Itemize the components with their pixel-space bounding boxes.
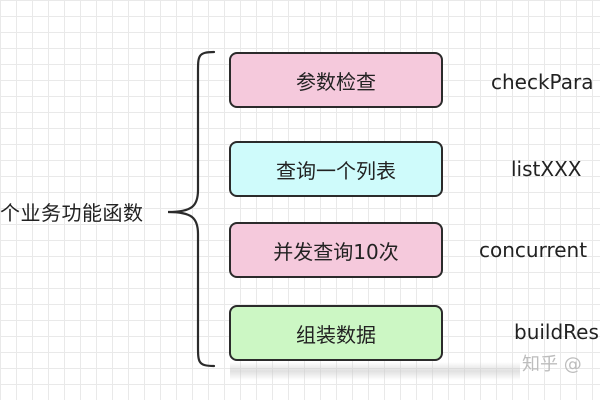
curly-brace — [167, 50, 216, 368]
step-label-query-list: 查询一个列表 — [276, 158, 396, 183]
root-function-label: 个业务功能函数 — [0, 201, 144, 225]
code-label-check-param: checkPara — [491, 70, 594, 94]
step-box-param-check: 参数检查 — [229, 52, 443, 108]
code-label-list: listXXX — [511, 157, 582, 181]
step-label-param-check: 参数检查 — [296, 69, 376, 94]
step-label-assemble-data: 组装数据 — [296, 322, 376, 347]
step-box-query-list: 查询一个列表 — [229, 141, 443, 197]
step-box-concurrent-query: 并发查询10次 — [229, 222, 443, 278]
code-label-build-result: buildRes — [514, 320, 599, 344]
step-box-assemble-data: 组装数据 — [229, 305, 443, 361]
bottom-blur-strip — [230, 362, 520, 380]
zhihu-watermark: 知乎 @ — [522, 354, 582, 375]
step-label-concurrent-query: 并发查询10次 — [273, 239, 399, 264]
code-label-concurrent: concurrent — [479, 238, 588, 262]
